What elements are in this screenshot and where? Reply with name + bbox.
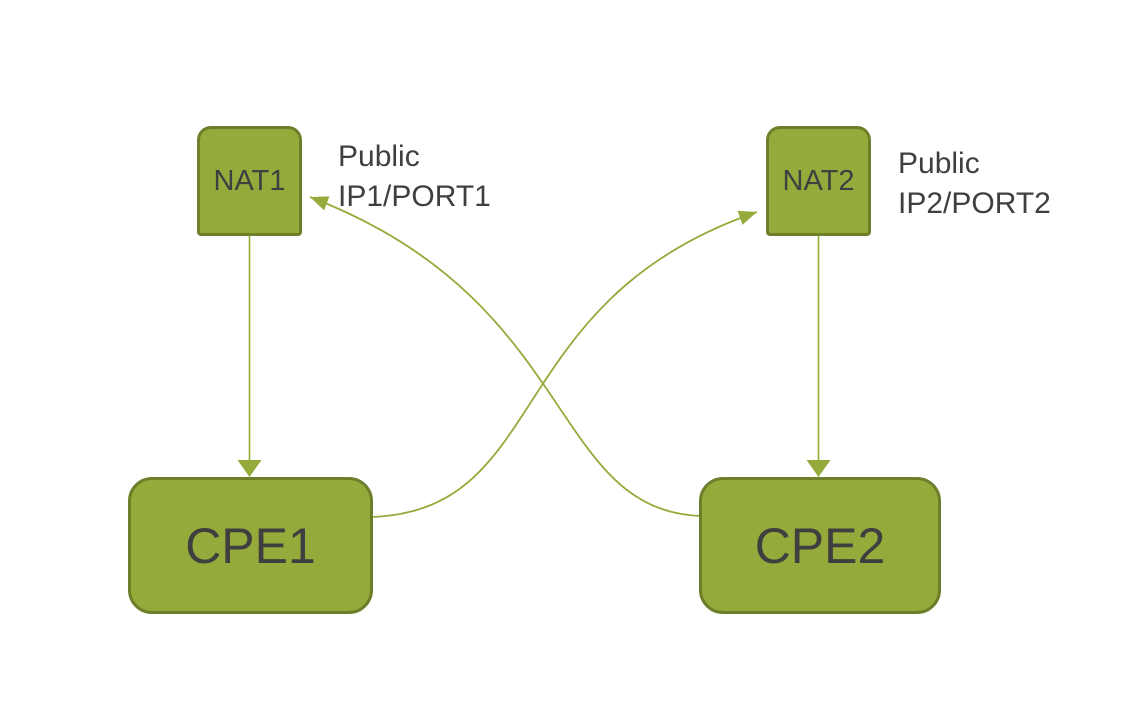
- annotation-public-ip2-line2: IP2/PORT2: [898, 187, 1051, 220]
- node-nat2: NAT2: [766, 126, 871, 236]
- annotation-public-ip2: Public IP2/PORT2: [898, 144, 1051, 224]
- annotation-public-ip1-line1: Public: [338, 140, 420, 173]
- node-nat1-label: NAT1: [213, 164, 286, 197]
- node-nat1: NAT1: [197, 126, 302, 236]
- annotation-public-ip1-line2: IP1/PORT1: [338, 180, 491, 213]
- node-cpe1: CPE1: [128, 477, 373, 614]
- node-nat2-label: NAT2: [782, 164, 855, 197]
- node-cpe2: CPE2: [699, 477, 941, 614]
- arrowhead-nat1-to-cpe1: [237, 460, 262, 477]
- node-cpe1-label: CPE1: [185, 517, 316, 574]
- annotation-public-ip2-line1: Public: [898, 147, 980, 180]
- arrowhead-nat2-to-cpe2: [806, 460, 831, 477]
- node-cpe2-label: CPE2: [754, 517, 886, 574]
- edge-cpe2-to-nat1: [309, 196, 702, 517]
- annotation-public-ip1: Public IP1/PORT1: [338, 137, 491, 217]
- edge-cpe1-to-nat2: [371, 210, 758, 518]
